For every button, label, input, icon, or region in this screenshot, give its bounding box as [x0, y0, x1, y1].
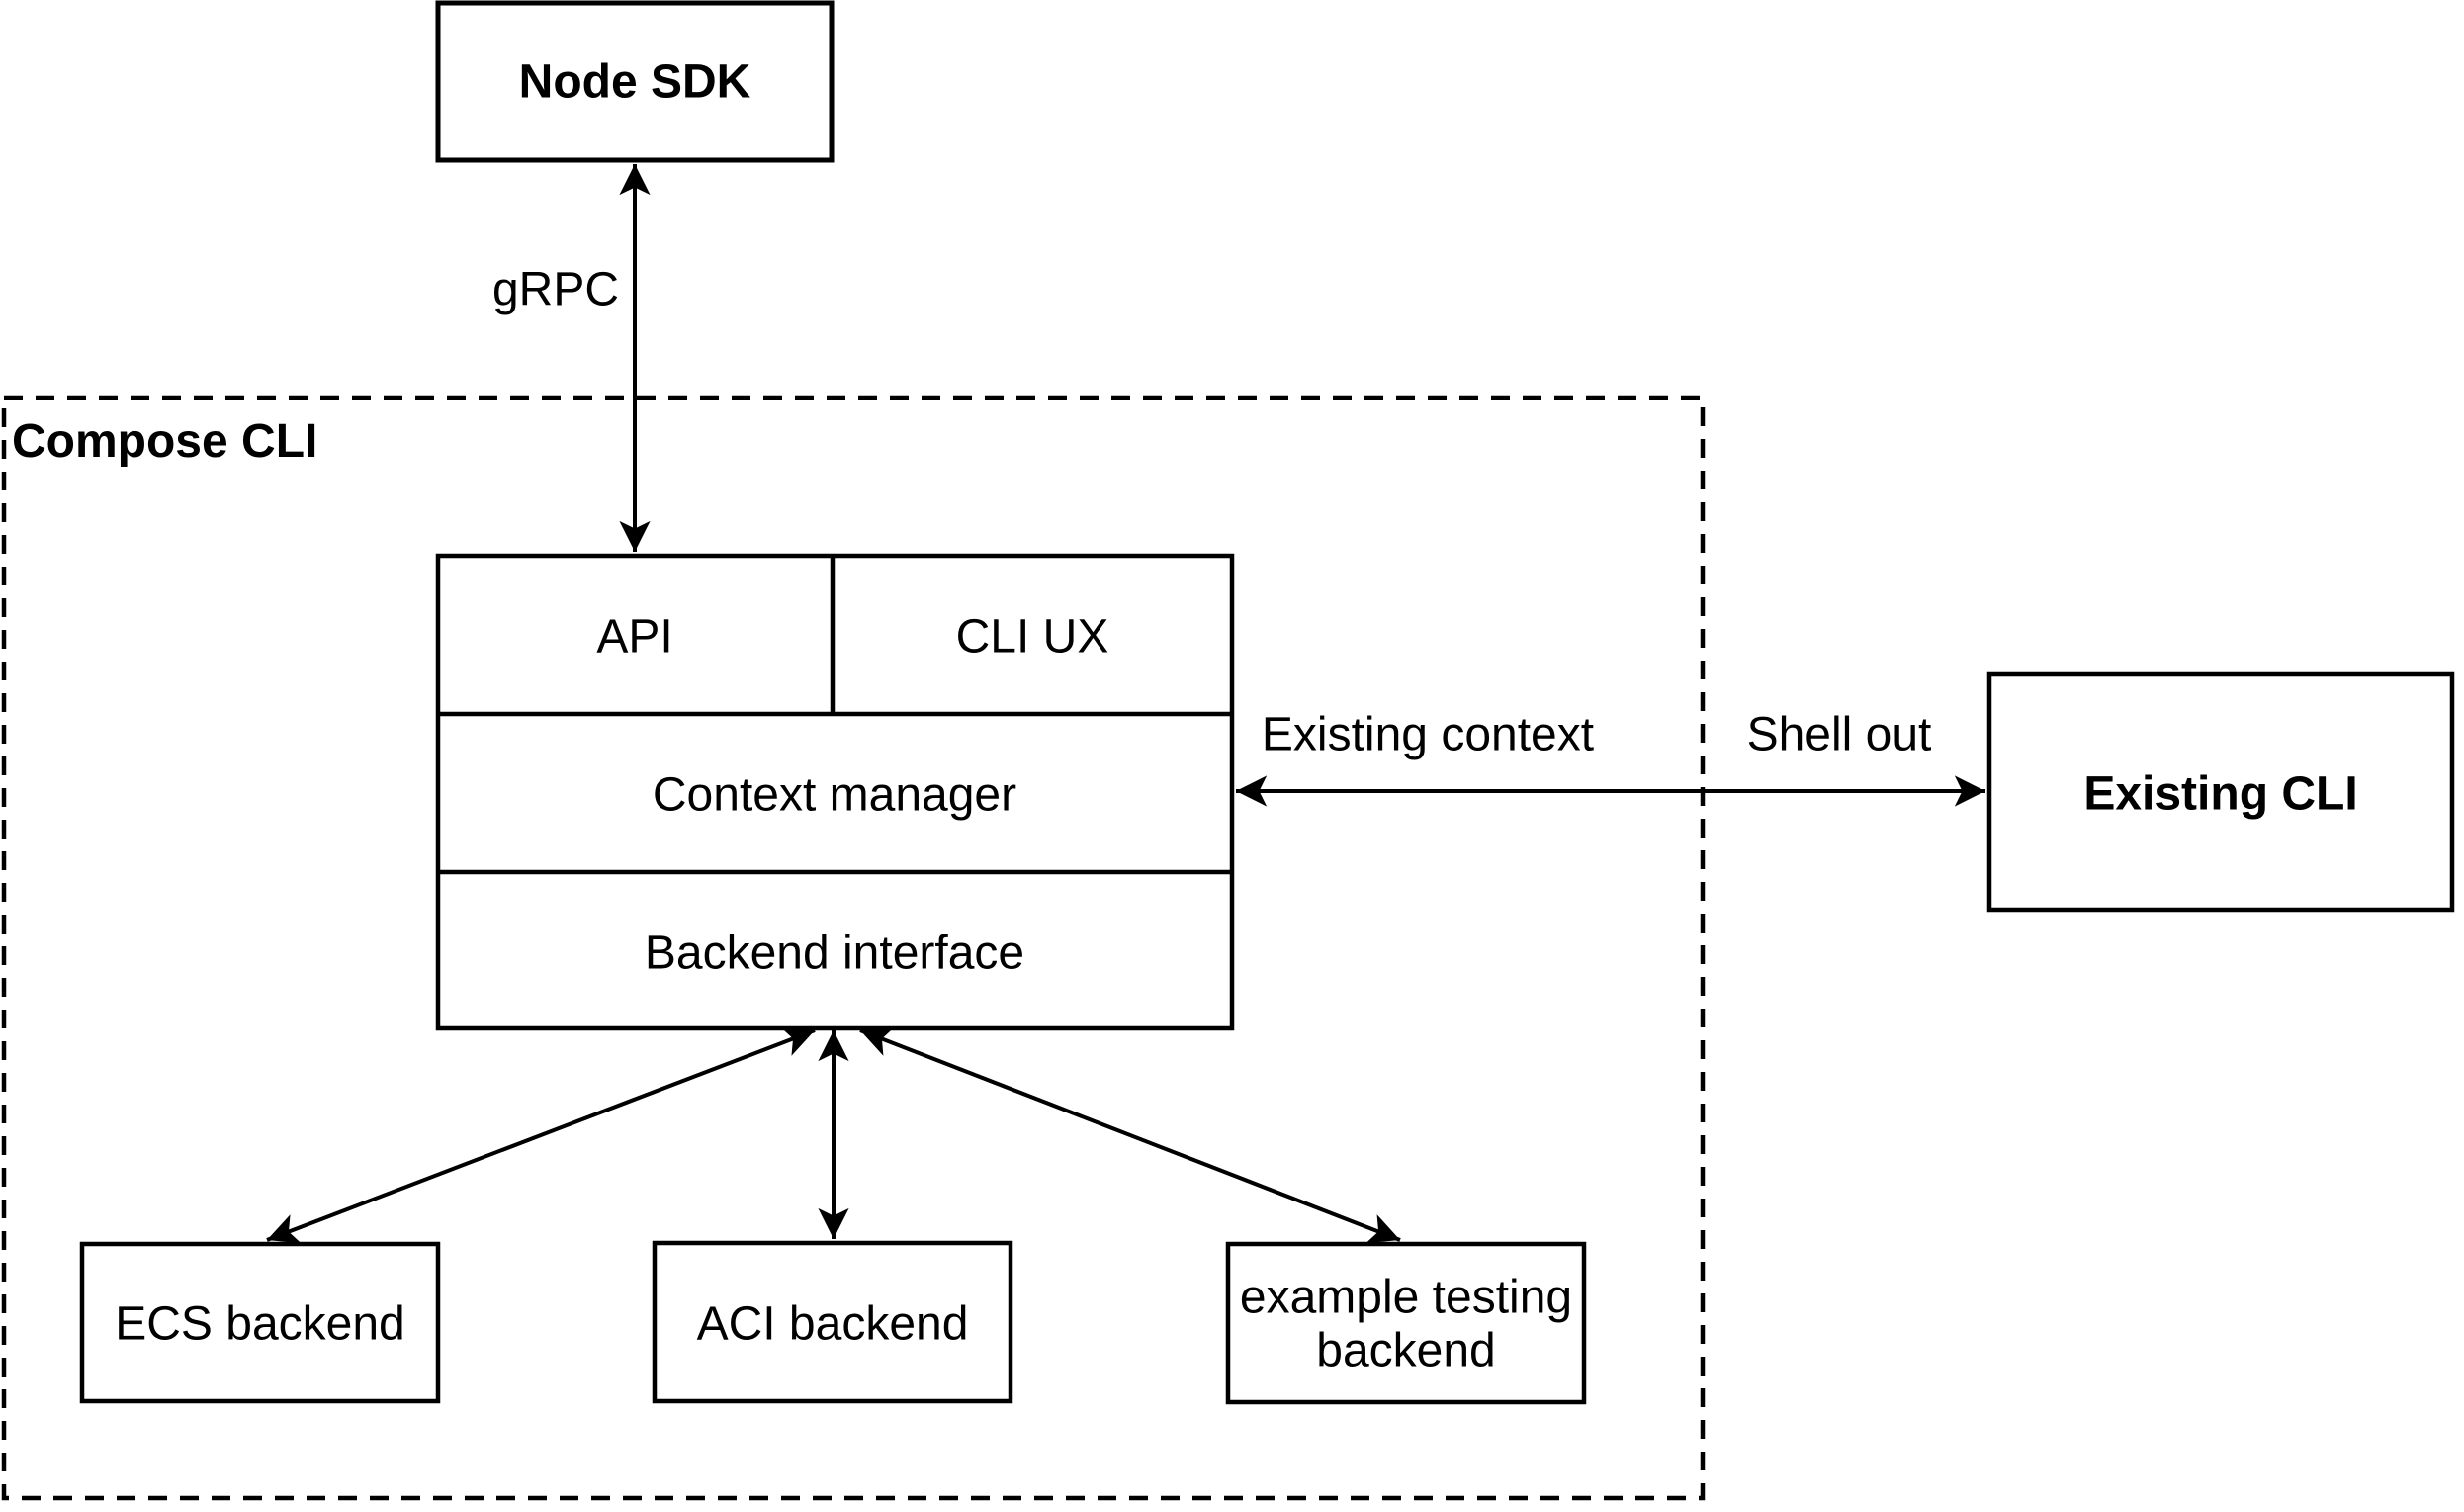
api-label: API	[596, 611, 672, 664]
existing-cli-box	[1986, 671, 2455, 913]
shell-out-edge-label: Shell out	[1747, 709, 1932, 761]
existing-context-edge-label: Existing context	[1262, 709, 1594, 761]
example-testing-backend-label-line2: backend	[1316, 1325, 1495, 1378]
aci-backend-box	[652, 1240, 1013, 1404]
backend-interface-label: Backend interface	[645, 928, 1024, 980]
existing-cli-label: Existing CLI	[2083, 768, 2357, 821]
node-sdk-label: Node SDK	[519, 56, 751, 109]
grpc-edge-label: gRPC	[492, 264, 619, 316]
ecs-backend-box	[79, 1241, 441, 1404]
compose-cli-core-box	[435, 553, 1235, 1031]
example-backend-arrow	[859, 1026, 1401, 1244]
context-manager-label: Context manager	[653, 769, 1016, 822]
aci-backend-label: ACI backend	[697, 1298, 969, 1351]
example-testing-backend-box	[1225, 1241, 1587, 1405]
ecs-backend-arrow	[266, 1026, 816, 1244]
cli-ux-label: CLI UX	[956, 611, 1109, 664]
node-sdk-box	[435, 0, 835, 163]
example-testing-backend-label-line1: example testing	[1240, 1272, 1572, 1324]
compose-cli-container	[1, 395, 1706, 1501]
ecs-backend-label: ECS backend	[115, 1298, 405, 1351]
compose-cli-label: Compose CLI	[12, 415, 317, 468]
